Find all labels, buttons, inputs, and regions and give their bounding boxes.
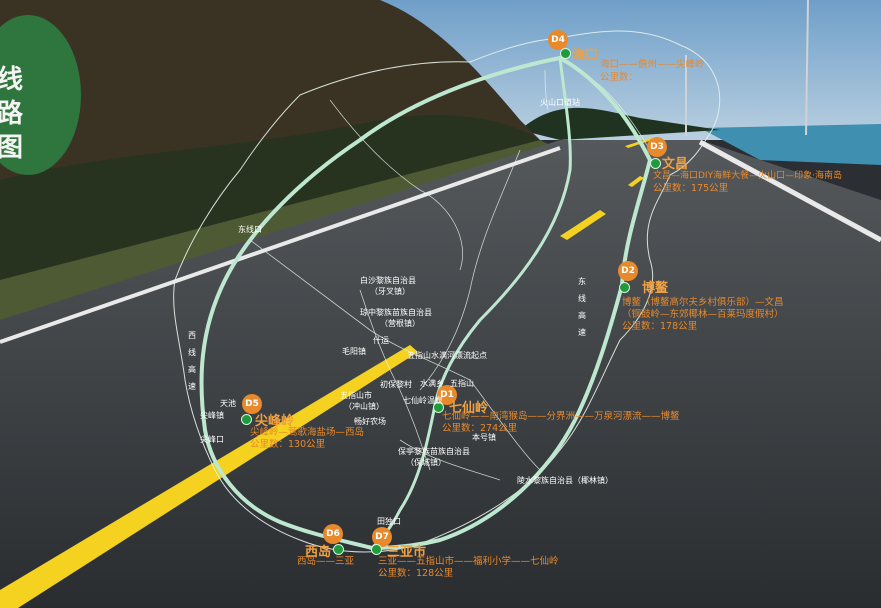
place-baoting: 保亭黎族苗族自治县 bbox=[398, 447, 470, 456]
place-benhao: 本号镇 bbox=[472, 433, 496, 442]
route-text-d2-line2: （铜鼓岭—东郊椰林—百莱玛度假村） bbox=[622, 309, 784, 320]
node-d3[interactable] bbox=[650, 158, 661, 169]
distance-text-d3: 公里数：175公里 bbox=[653, 183, 729, 194]
hill-shrubs bbox=[0, 115, 540, 281]
city-label-d6: 西岛 bbox=[305, 545, 332, 560]
pin-d4[interactable]: D4 bbox=[548, 30, 568, 50]
inner-river-a bbox=[329, 99, 463, 271]
place-wuzhishan-river: 五指山水满河漂流起点 bbox=[407, 351, 487, 360]
inner-road-b bbox=[249, 239, 471, 381]
place-baisha-sub: （牙叉镇） bbox=[370, 287, 410, 296]
center-line-far bbox=[628, 176, 644, 187]
place-shuiman: 水满乡 bbox=[420, 379, 444, 388]
node-d6[interactable] bbox=[333, 544, 344, 555]
pin-d1[interactable]: D1 bbox=[437, 385, 457, 405]
lamp-pole bbox=[805, 0, 809, 136]
pin-d2[interactable]: D2 bbox=[618, 261, 638, 281]
place-qiongzhong: 琼中黎族苗族自治县 bbox=[360, 308, 432, 317]
road-edge-line-left bbox=[0, 146, 561, 344]
city-label-d7: 三亚市 bbox=[387, 545, 427, 560]
route-text-d2: 博鳌（博鳌高尔夫乡村俱乐部）—文昌 bbox=[622, 297, 784, 308]
route-text-d5: 尖峰岭—莺歌海盐场—西岛 bbox=[250, 427, 365, 438]
pin-d3[interactable]: D3 bbox=[647, 137, 667, 157]
place-qiongzhong-sub: （营根镇） bbox=[380, 319, 420, 328]
place-wuzhishan-peak: 五指山 bbox=[450, 379, 474, 388]
route-text-d4: 海口——儋州——尖峰岭 bbox=[600, 59, 705, 70]
place-haikou-junction: 东线口 bbox=[238, 225, 262, 234]
route-text-d3: 文昌—海口DIY海鲜大餐—火山口—印象·海南岛 bbox=[653, 171, 842, 181]
node-d7[interactable] bbox=[371, 544, 382, 555]
node-d1[interactable] bbox=[433, 402, 444, 413]
place-shiyun: 什运 bbox=[373, 336, 389, 345]
place-jianfeng-town: 尖峰镇 bbox=[200, 411, 224, 420]
pin-d7[interactable]: D7 bbox=[372, 527, 392, 547]
node-d2[interactable] bbox=[619, 282, 630, 293]
inner-road-c bbox=[399, 379, 541, 481]
place-baoting-sub: （保城镇） bbox=[406, 458, 446, 467]
node-d4[interactable] bbox=[560, 48, 571, 59]
place-tiandu: 田独口 bbox=[377, 517, 401, 526]
distance-text-d5: 公里数：130公里 bbox=[250, 439, 326, 450]
east-highway-route bbox=[370, 56, 653, 550]
distance-text-d7: 公里数：128公里 bbox=[378, 568, 454, 579]
place-chubaoli: 初保黎村 bbox=[380, 380, 412, 389]
title-badge: 线路图 bbox=[0, 15, 81, 175]
inner-river-b bbox=[419, 149, 521, 391]
place-yihao: 畅好农场 bbox=[354, 417, 386, 426]
place-jianfeng-kou: 尖峰口 bbox=[200, 435, 224, 444]
city-label-d2: 博鳌 bbox=[642, 281, 669, 296]
island-outline bbox=[173, 30, 721, 553]
distance-text-d1: 公里数：274公里 bbox=[442, 423, 518, 434]
inner-road-a bbox=[359, 289, 431, 471]
road-edge-line-right bbox=[698, 139, 881, 243]
west-highway-label: 西线高速 bbox=[188, 331, 196, 391]
place-wzs-city-sub: （冲山镇） bbox=[344, 402, 384, 411]
city-label-d3: 文昌 bbox=[662, 157, 689, 172]
place-volcano: 火山口道站 bbox=[540, 98, 580, 107]
pin-d5[interactable]: D5 bbox=[242, 394, 262, 414]
city-label-d1: 七仙岭 bbox=[449, 401, 489, 416]
place-maoyang: 毛阳镇 bbox=[342, 347, 366, 356]
distance-text-d2: 公里数：178公里 bbox=[622, 321, 698, 332]
node-d5[interactable] bbox=[241, 414, 252, 425]
center-line-near bbox=[0, 345, 418, 608]
badge-title: 线路图 bbox=[0, 65, 24, 163]
place-qixian-spa: 七仙岭温泉 bbox=[403, 396, 443, 405]
route-text-d6: 西岛——三亚 bbox=[297, 556, 355, 567]
east-highway-label: 东线高速 bbox=[578, 277, 586, 337]
center-line-mid bbox=[560, 210, 606, 240]
place-wzs-city: 五指山市 bbox=[340, 391, 372, 400]
route-text-d7: 三亚——五指山市——福利小学——七仙岭 bbox=[378, 556, 559, 567]
central-route bbox=[370, 56, 572, 550]
west-highway-route bbox=[199, 56, 562, 550]
center-line-farthest bbox=[625, 138, 652, 148]
road-surface bbox=[0, 140, 881, 608]
pin-d6[interactable]: D6 bbox=[323, 524, 343, 544]
sea bbox=[700, 124, 881, 165]
distance-text-d4: 公里数： bbox=[600, 72, 639, 83]
place-baisha: 白沙黎族自治县 bbox=[360, 276, 416, 285]
place-lingshui: 陵水黎族自治县（椰林镇） bbox=[517, 476, 613, 485]
city-label-d4: 海口 bbox=[572, 48, 599, 63]
route-text-d1: 七仙岭——南湾猴岛——分界洲——万泉河漂流——博鳌 bbox=[442, 411, 680, 422]
place-tianchi: 天池 bbox=[220, 399, 236, 408]
city-label-d5: 尖峰岭 bbox=[255, 414, 295, 429]
